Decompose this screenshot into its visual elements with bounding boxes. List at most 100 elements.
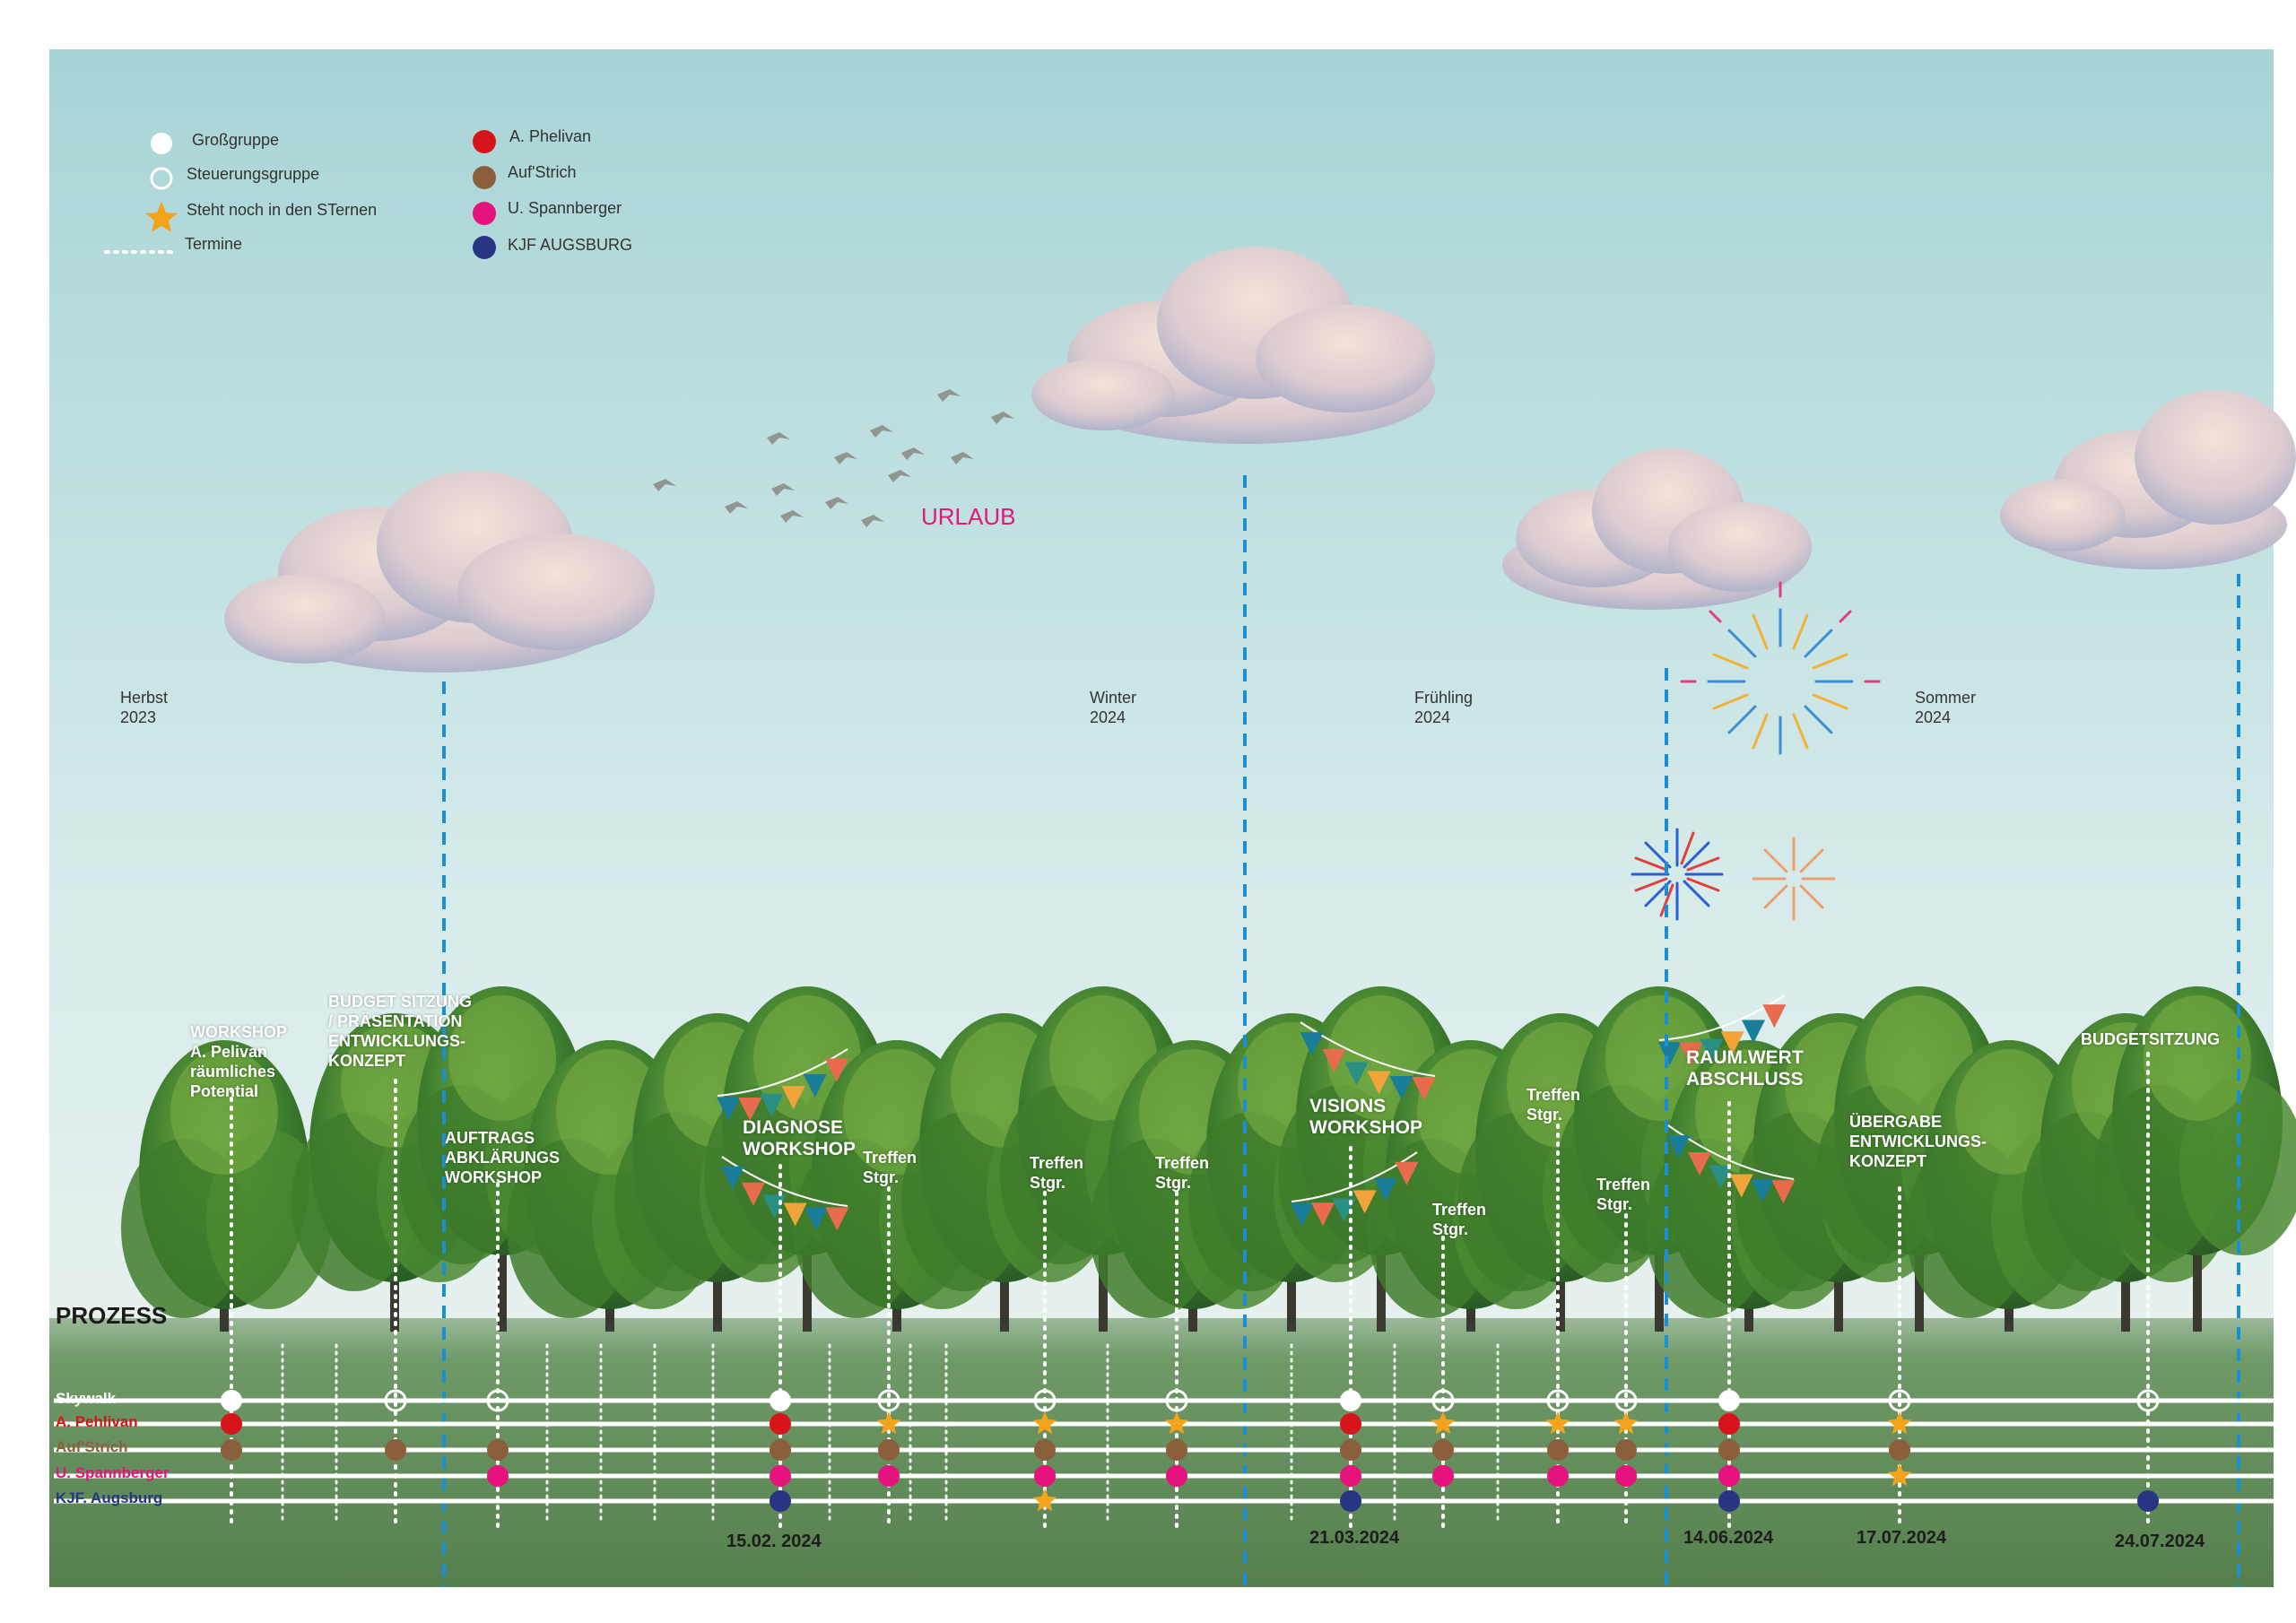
event-label-treffen-1: Treffen Stgr. <box>863 1149 918 1186</box>
event-label-treffen-2: Treffen Stgr. <box>1030 1154 1084 1192</box>
partner-marker <box>1166 1465 1187 1487</box>
legend-marker-partner-2 <box>473 166 496 189</box>
star-marker <box>1032 1411 1057 1435</box>
tree-row <box>121 986 2296 1332</box>
grossgruppe-marker <box>221 1390 242 1411</box>
legend-label-sternen: Steht noch in den STernen <box>187 201 378 219</box>
cloud <box>224 471 655 673</box>
legend-marker-grossgruppe <box>151 133 172 154</box>
event-date-budgetsitzung: 24.07.2024 <box>2115 1532 2205 1551</box>
legend-marker-partner-1 <box>473 130 496 153</box>
partner-marker <box>770 1413 791 1435</box>
partner-marker <box>1340 1439 1361 1461</box>
partner-marker <box>1340 1465 1361 1487</box>
grossgruppe-marker <box>1340 1390 1361 1411</box>
partner-marker <box>1718 1439 1740 1461</box>
legend-markers <box>104 130 496 259</box>
partner-marker <box>1340 1413 1361 1435</box>
bunting <box>717 994 1796 1231</box>
event-markers <box>221 1389 2160 1512</box>
partner-marker <box>1034 1465 1056 1487</box>
legend-marker-star <box>145 202 178 232</box>
partner-marker <box>1718 1413 1740 1435</box>
event-label-treffen-6: Treffen Stgr. <box>1596 1176 1651 1213</box>
star-marker <box>1431 1411 1456 1435</box>
event-date-diagnose: 15.02. 2024 <box>726 1532 822 1551</box>
event-label-uebergabe: ÜBERGABE ENTWICKLUNGS- KONZEPT <box>1849 1113 1987 1170</box>
legend-marker-partner-3 <box>473 202 496 225</box>
urlaub-label: URLAUB <box>921 503 1016 530</box>
legend-label-grossgruppe: Großgruppe <box>192 131 280 149</box>
partner-marker <box>1034 1439 1056 1461</box>
bunting-string <box>1657 994 1787 1066</box>
partner-marker <box>878 1439 900 1461</box>
legend-label-steuerungsgruppe: Steuerungsgruppe <box>187 165 320 183</box>
star-marker <box>1613 1411 1639 1435</box>
event-label-budgetsitzung: BUDGETSITZUNG <box>2081 1030 2220 1048</box>
season-label-sommer: Sommer 2024 <box>1915 689 1977 726</box>
legend-label-partner-4: KJF AUGSBURG <box>508 236 633 254</box>
steuerungsgruppe-marker <box>2136 1389 2160 1412</box>
partner-marker <box>1615 1465 1637 1487</box>
grossgruppe-marker <box>770 1390 791 1411</box>
bunting-string <box>720 1156 849 1231</box>
partner-marker <box>221 1413 242 1435</box>
event-label-treffen-5: Treffen Stgr. <box>1526 1086 1581 1124</box>
star-marker <box>1032 1488 1057 1512</box>
season-label-winter: Winter 2024 <box>1090 689 1137 726</box>
bunting-string <box>717 1048 848 1121</box>
steuerungsgruppe-marker <box>384 1389 407 1412</box>
steuerungsgruppe-marker <box>1431 1389 1455 1412</box>
legend-label-partner-3: U. Spannberger <box>508 199 622 217</box>
partner-marker <box>1547 1439 1569 1461</box>
season-label-herbst: Herbst 2023 <box>120 689 169 726</box>
bunting-string <box>1300 1021 1436 1101</box>
star-marker <box>1887 1463 1912 1487</box>
event-label-treffen-4: Treffen Stgr. <box>1432 1201 1487 1238</box>
partner-marker <box>1718 1490 1740 1512</box>
event-label-visions-workshop: VISIONS WORKSHOP <box>1309 1096 1422 1138</box>
cloud <box>2000 390 2296 569</box>
legend-label-termine: Termine <box>185 235 243 253</box>
steuerungsgruppe-marker <box>486 1389 509 1412</box>
partner-marker <box>1340 1490 1361 1512</box>
season-label-fruehling: Frühling 2024 <box>1414 689 1474 726</box>
cloud <box>1031 247 1435 444</box>
steuerungsgruppe-marker <box>1165 1389 1188 1412</box>
partner-marker <box>1547 1465 1569 1487</box>
star-marker <box>1887 1411 1912 1435</box>
grossgruppe-marker <box>1718 1390 1740 1411</box>
partner-marker <box>770 1465 791 1487</box>
row-label-kjf: KJF. Augsburg <box>56 1489 163 1506</box>
partner-marker <box>2137 1490 2159 1512</box>
event-label-auftragsklaerung: AUFTRAGS ABKLÄRUNGS WORKSHOP <box>445 1129 560 1186</box>
legend-label-partner-2: Auf'Strich <box>508 163 577 181</box>
steuerungsgruppe-marker <box>1614 1389 1638 1412</box>
cloud <box>1502 448 1812 610</box>
row-label-spannberger: U. Spannberger <box>56 1464 170 1481</box>
steuerungsgruppe-marker <box>1888 1389 1911 1412</box>
legend-marker-steuerungsgruppe <box>150 167 173 190</box>
partner-marker <box>487 1439 509 1461</box>
steuerungsgruppe-marker <box>1546 1389 1570 1412</box>
row-label-aufstrich: Auf'Strich <box>56 1438 128 1455</box>
tree <box>121 1040 332 1332</box>
partner-marker <box>770 1439 791 1461</box>
partner-marker <box>1432 1465 1454 1487</box>
bunting-string <box>1666 1124 1796 1204</box>
event-label-diagnose-workshop: DIAGNOSE WORKSHOP <box>743 1117 856 1159</box>
partner-marker <box>1718 1465 1740 1487</box>
prozess-title: PROZESS <box>56 1302 168 1329</box>
star-marker <box>876 1411 901 1435</box>
partner-marker <box>1166 1439 1187 1461</box>
event-label-budget-sitzung: BUDGET SITZUNG / PRÄSENTATION ENTWICKLUN… <box>328 993 472 1070</box>
event-date-raumwert: 14.06.2024 <box>1683 1528 1774 1548</box>
partner-marker <box>1615 1439 1637 1461</box>
event-label-raumwert-abschluss: RAUM.WERT ABSCHLUSS <box>1686 1047 1804 1089</box>
legend-label-partner-1: A. Phelivan <box>509 127 592 145</box>
event-label-workshop-pelivan: WORKSHOP A. Pelivan räumliches Potential <box>190 1023 287 1100</box>
minor-appointment-lines <box>281 1343 1500 1526</box>
partner-marker <box>385 1439 406 1461</box>
partner-marker <box>1889 1439 1910 1461</box>
